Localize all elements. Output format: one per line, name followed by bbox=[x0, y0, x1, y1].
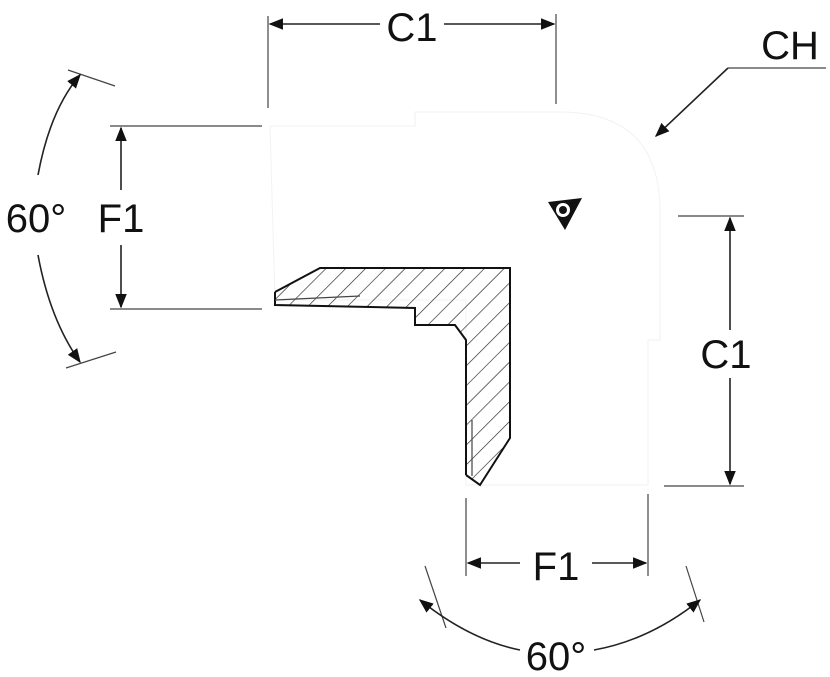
ch-label: CH bbox=[761, 24, 819, 68]
c1-top-label: C1 bbox=[386, 6, 437, 50]
angle-left-label: 60° bbox=[6, 197, 67, 241]
cross-section bbox=[274, 267, 511, 487]
f1-left-label: F1 bbox=[98, 197, 145, 241]
angle-left-dimension: 60° bbox=[6, 69, 117, 369]
c1-right-label: C1 bbox=[700, 333, 751, 377]
f1-bottom-dimension: F1 bbox=[465, 494, 649, 589]
f1-left-dimension: F1 bbox=[98, 125, 262, 310]
angle-bottom-label: 60° bbox=[526, 635, 587, 677]
manufacturer-logo-icon bbox=[548, 198, 582, 230]
f1-bottom-label: F1 bbox=[533, 545, 580, 589]
c1-right-dimension: C1 bbox=[664, 215, 752, 487]
c1-top-dimension: C1 bbox=[267, 6, 557, 108]
ch-leader: CH bbox=[654, 24, 826, 137]
angle-bottom-dimension: 60° bbox=[418, 565, 705, 677]
